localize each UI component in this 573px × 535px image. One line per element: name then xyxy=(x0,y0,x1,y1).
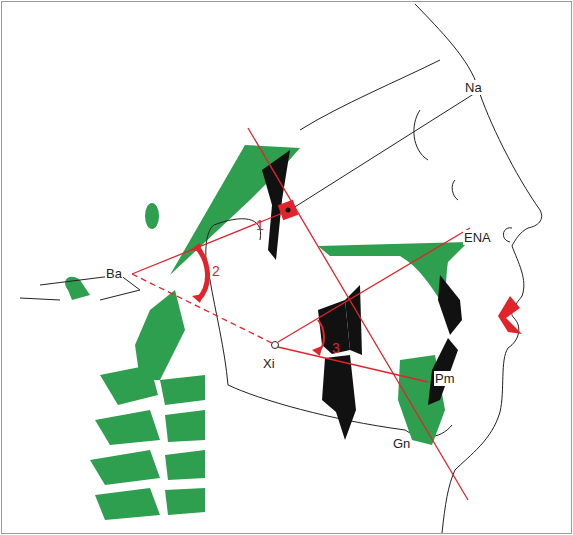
callout-number: 3 xyxy=(331,341,341,356)
landmark-label: Ba xyxy=(105,266,123,281)
landmark-label: Gn xyxy=(392,436,411,451)
landmark-label: Pm xyxy=(434,371,456,386)
landmark-label: Na xyxy=(464,80,483,95)
callout-number: 2 xyxy=(211,264,221,279)
landmark-label: ENA xyxy=(463,230,492,245)
landmark-label: Xi xyxy=(262,356,276,371)
callout-number: 1 xyxy=(255,218,265,233)
